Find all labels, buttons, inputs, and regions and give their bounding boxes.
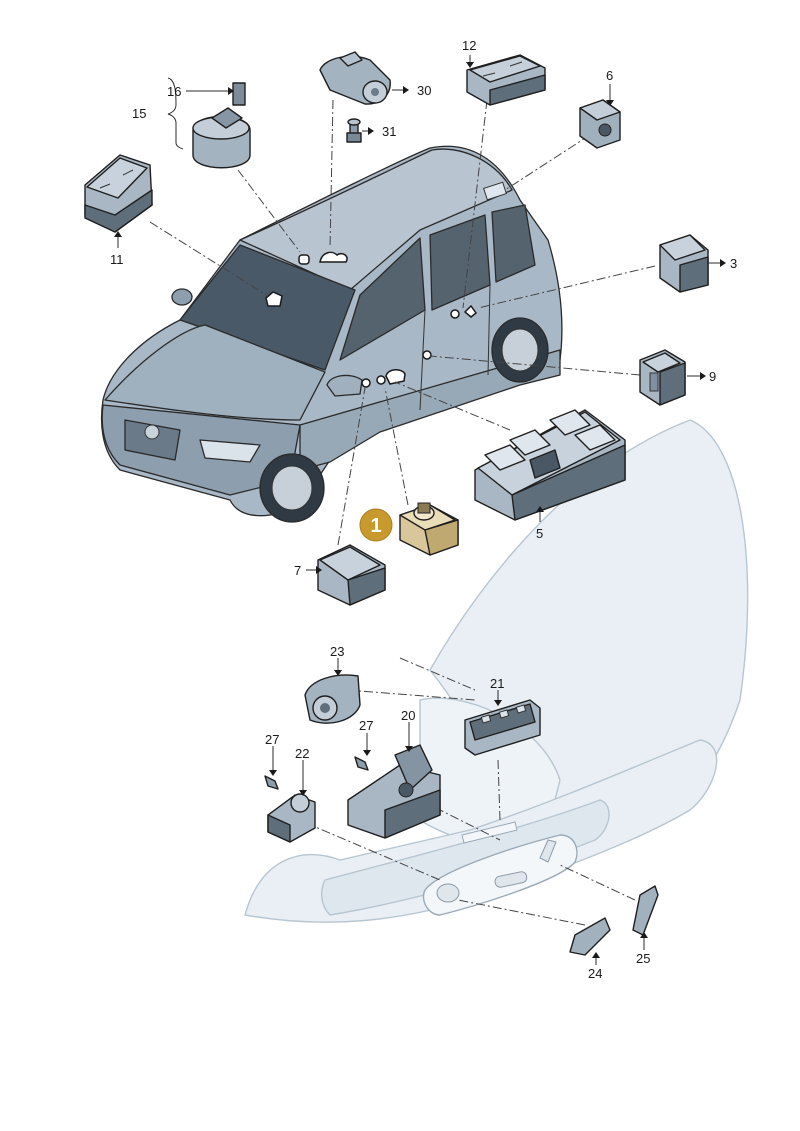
part-1-mirror-switch bbox=[399, 502, 459, 556]
label-5: 5 bbox=[536, 526, 543, 541]
label-11: 11 bbox=[110, 252, 124, 267]
part-15-rotary-switch bbox=[192, 82, 251, 169]
label-20: 20 bbox=[401, 708, 415, 723]
label-16: 16 bbox=[167, 84, 181, 99]
label-15: 15 bbox=[132, 106, 146, 121]
label-25: 25 bbox=[636, 951, 650, 966]
connector-lines bbox=[149, 99, 656, 926]
leader-lines bbox=[117, 55, 722, 965]
label-24: 24 bbox=[588, 966, 602, 981]
label-6: 6 bbox=[606, 68, 613, 83]
part-7-switch bbox=[317, 544, 386, 606]
badge-label-1: 1 bbox=[370, 515, 381, 537]
part-30-motor bbox=[319, 51, 391, 105]
label-9: 9 bbox=[709, 369, 716, 384]
label-23: 23 bbox=[330, 644, 344, 659]
part-27-screws bbox=[264, 756, 369, 790]
label-30: 30 bbox=[417, 83, 431, 98]
part-25-cover bbox=[632, 885, 659, 936]
label-7: 7 bbox=[294, 563, 301, 578]
part-22-switch bbox=[267, 793, 316, 843]
label-31: 31 bbox=[382, 124, 396, 139]
label-22: 22 bbox=[295, 746, 309, 761]
label-21: 21 bbox=[490, 676, 504, 691]
part-12-switch bbox=[466, 54, 546, 106]
part-11-switch bbox=[84, 154, 153, 233]
arrow-heads bbox=[114, 62, 726, 958]
part-21-switch bbox=[464, 699, 541, 756]
part-24-cover bbox=[569, 917, 611, 956]
part-31-screw bbox=[346, 118, 362, 143]
part-23-switch bbox=[304, 674, 361, 724]
part-6-module bbox=[579, 99, 621, 149]
callout-badge-1[interactable]: 1 bbox=[359, 508, 393, 542]
part-9-switch bbox=[639, 349, 686, 406]
callout-labels: 16 15 30 31 12 6 11 3 9 5 7 23 21 20 27 … bbox=[110, 38, 737, 981]
part-5-window-switch bbox=[474, 409, 626, 521]
label-12: 12 bbox=[462, 38, 476, 53]
part-20-seat-switch bbox=[347, 744, 441, 839]
location-markers bbox=[265, 251, 478, 388]
part-3-switch bbox=[659, 234, 709, 293]
label-3: 3 bbox=[730, 256, 737, 271]
label-27-right: 27 bbox=[359, 718, 373, 733]
label-27-left: 27 bbox=[265, 732, 279, 747]
